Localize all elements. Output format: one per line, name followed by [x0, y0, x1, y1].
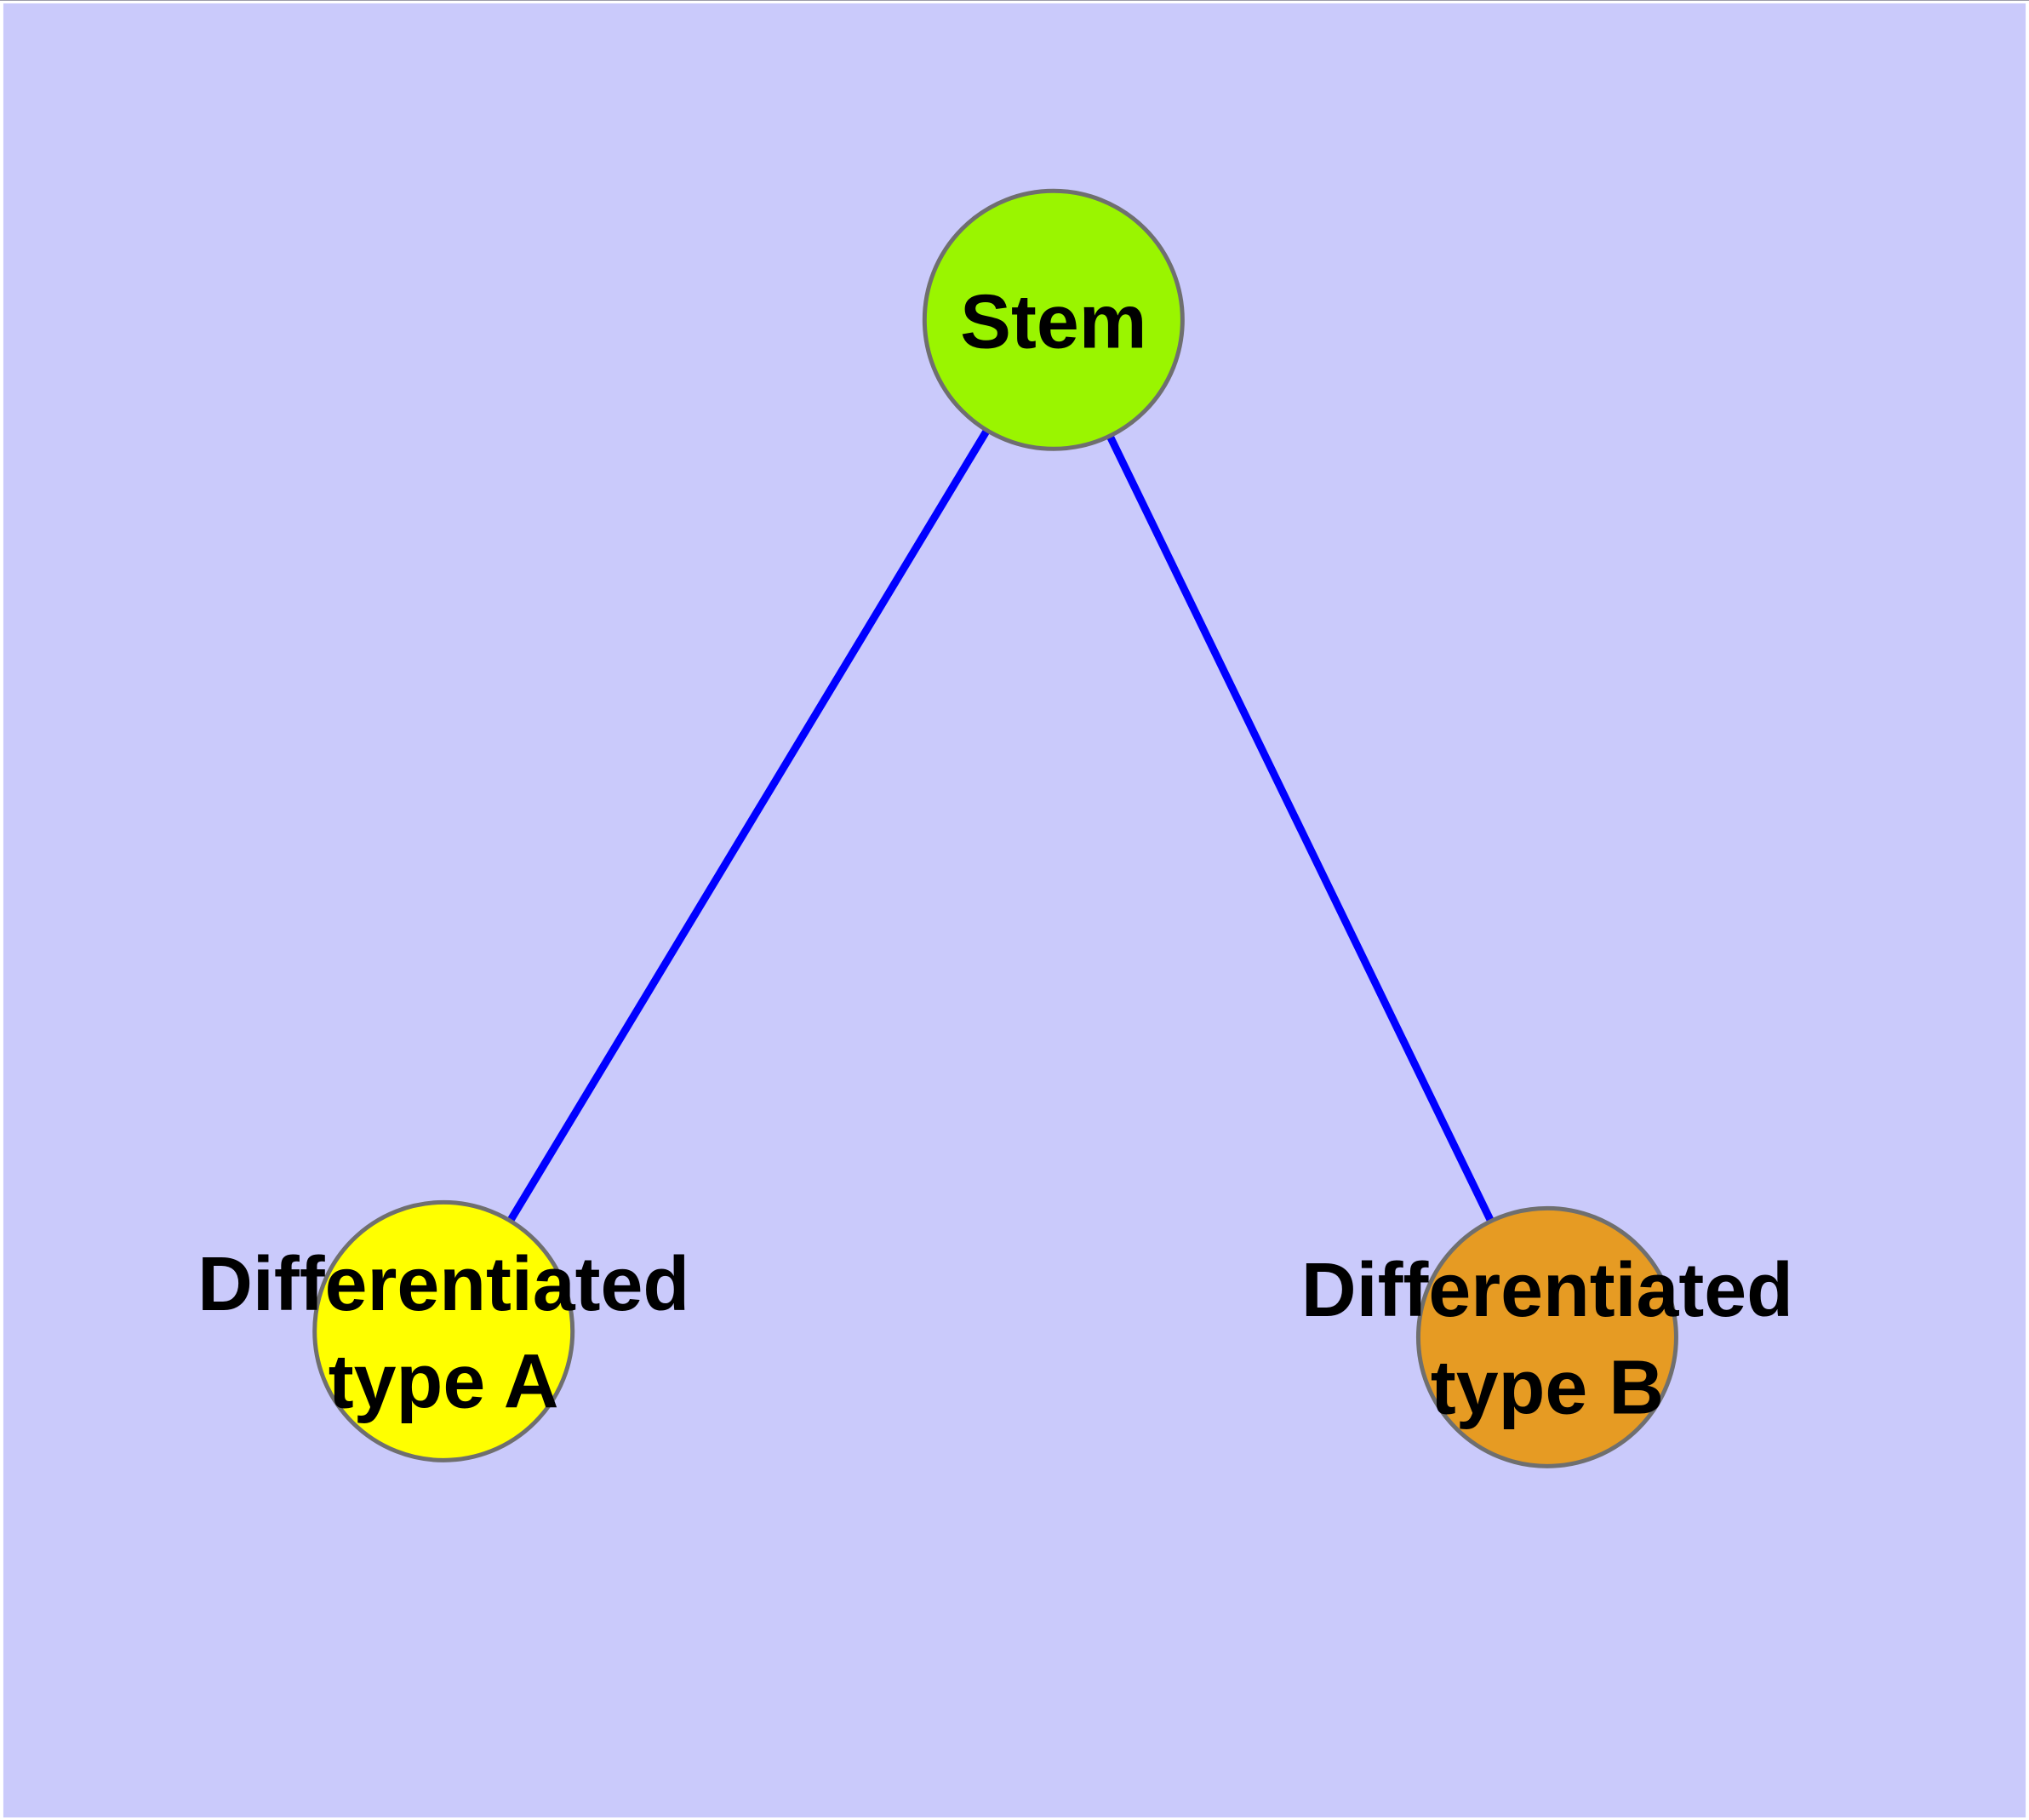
node-label-line: type B: [1431, 1346, 1664, 1431]
graph-node-diff-a: [312, 1199, 575, 1462]
graph-node-diff-b: [1415, 1205, 1678, 1468]
graph-edge-stem-diff-a: [440, 318, 1057, 1334]
node-label-diff-b: Differentiated type B: [1301, 1248, 1793, 1431]
node-label-line: Stem: [960, 280, 1146, 365]
node-label-line: Differentiated: [1301, 1248, 1793, 1333]
node-label-line: type A: [329, 1340, 559, 1425]
node-label-line: Differentiated: [197, 1242, 689, 1327]
node-label-stem: Stem: [960, 280, 1146, 365]
node-label-diff-a: Differentiated type A: [197, 1242, 689, 1425]
graph-edge-stem-diff-b: [1049, 318, 1551, 1339]
graph-node-stem: [922, 188, 1185, 451]
